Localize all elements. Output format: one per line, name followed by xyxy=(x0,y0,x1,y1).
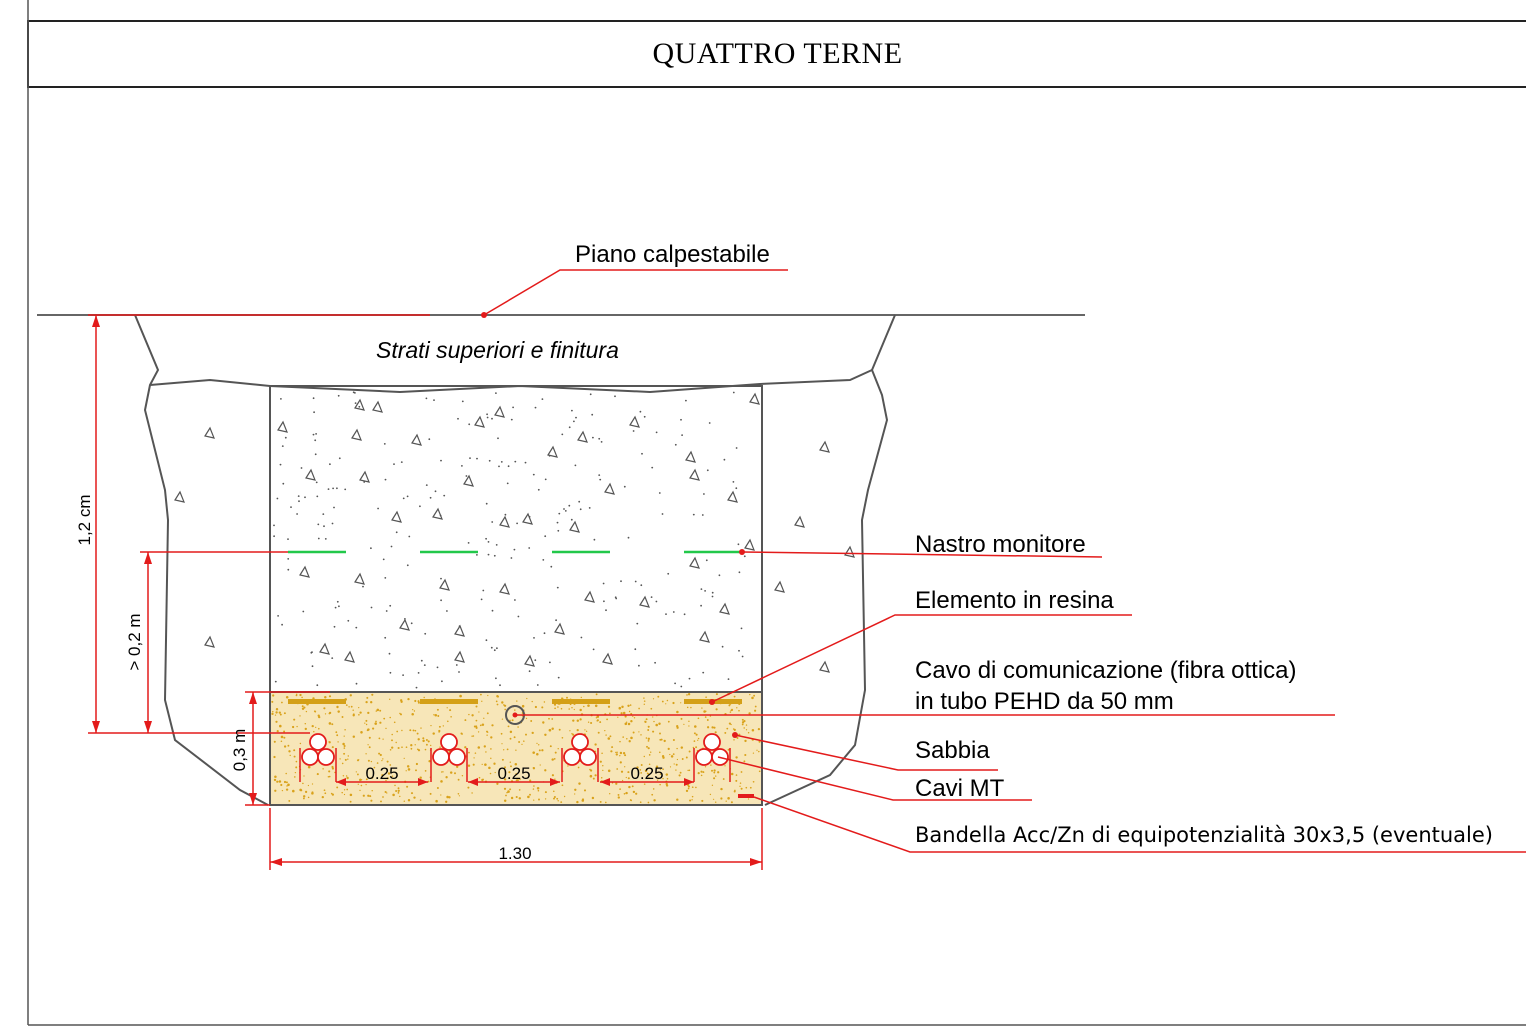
label-cavo-line2: in tubo PEHD da 50 mm xyxy=(915,688,1174,715)
width-dimension xyxy=(269,808,763,870)
tape-depth-arrows xyxy=(144,552,152,733)
mt-cable-conductor xyxy=(432,748,450,766)
mt-cable-conductor xyxy=(579,748,597,766)
spacing-arrows xyxy=(336,778,694,786)
tape-depth-label: > 0,2 m xyxy=(125,613,144,670)
total-depth-label: 1,2 cm xyxy=(75,494,94,545)
trench-left-wall xyxy=(134,314,269,806)
leader-sabbia xyxy=(734,734,998,771)
label-cavo-line1: Cavo di comunicazione (fibra ottica) xyxy=(915,657,1297,684)
sand-depth-label: 0,3 m xyxy=(230,729,249,772)
title-box: QUATTRO TERNE xyxy=(27,20,1526,88)
drawing-title: QUATTRO TERNE xyxy=(652,37,903,70)
total-depth-arrows xyxy=(92,315,100,733)
equipotential-strip xyxy=(738,794,754,798)
leader-dots xyxy=(481,312,745,738)
label-sabbia: Sabbia xyxy=(915,737,990,764)
mt-cable-conductor xyxy=(571,733,589,751)
backfill-area xyxy=(269,385,763,693)
spacing-label-1: 0.25 xyxy=(365,764,398,783)
resin-element xyxy=(288,699,346,704)
leader-piano xyxy=(483,269,788,316)
mt-cable-conductor xyxy=(440,733,458,751)
trench-right-wall xyxy=(764,314,896,806)
upper-layer-boundary xyxy=(149,369,873,394)
total-depth-dimension xyxy=(88,314,430,734)
mt-cable-conductor xyxy=(448,748,466,766)
tape-depth-dimension xyxy=(140,551,288,733)
sand-texture xyxy=(271,692,761,804)
label-nastro: Nastro monitore xyxy=(915,531,1086,558)
concrete-texture xyxy=(174,391,855,689)
mt-cable-conductor xyxy=(695,748,713,766)
leader-cavi-mt xyxy=(717,756,1032,801)
label-bandella: Bandella Acc/Zn di equipotenzialità 30x3… xyxy=(915,823,1493,847)
label-piano: Piano calpestabile xyxy=(575,241,770,268)
mt-cable-conductor xyxy=(301,748,319,766)
mt-cable-conductor xyxy=(703,733,721,751)
sand-depth-dimension xyxy=(245,691,330,806)
label-strati: Strati superiori e finitura xyxy=(376,337,619,363)
resin-element xyxy=(420,699,478,704)
width-label: 1.30 xyxy=(498,844,531,863)
mt-cable-conductor xyxy=(309,733,327,751)
mt-cable-conductor xyxy=(317,748,335,766)
leader-lines xyxy=(483,269,1526,853)
label-resina: Elemento in resina xyxy=(915,587,1114,614)
leader-bandella xyxy=(753,796,1526,853)
sand-depth-arrows xyxy=(249,692,257,805)
resin-element xyxy=(552,699,610,704)
sand-bed xyxy=(269,691,763,806)
mt-cables xyxy=(299,733,731,782)
mt-cable-conductor xyxy=(563,748,581,766)
leader-nastro xyxy=(741,551,1103,558)
spacing-label-3: 0.25 xyxy=(630,764,663,783)
spacing-label-2: 0.25 xyxy=(497,764,530,783)
width-arrows xyxy=(270,858,762,866)
label-cavi-mt: Cavi MT xyxy=(915,775,1005,802)
leader-resina xyxy=(711,614,1132,703)
